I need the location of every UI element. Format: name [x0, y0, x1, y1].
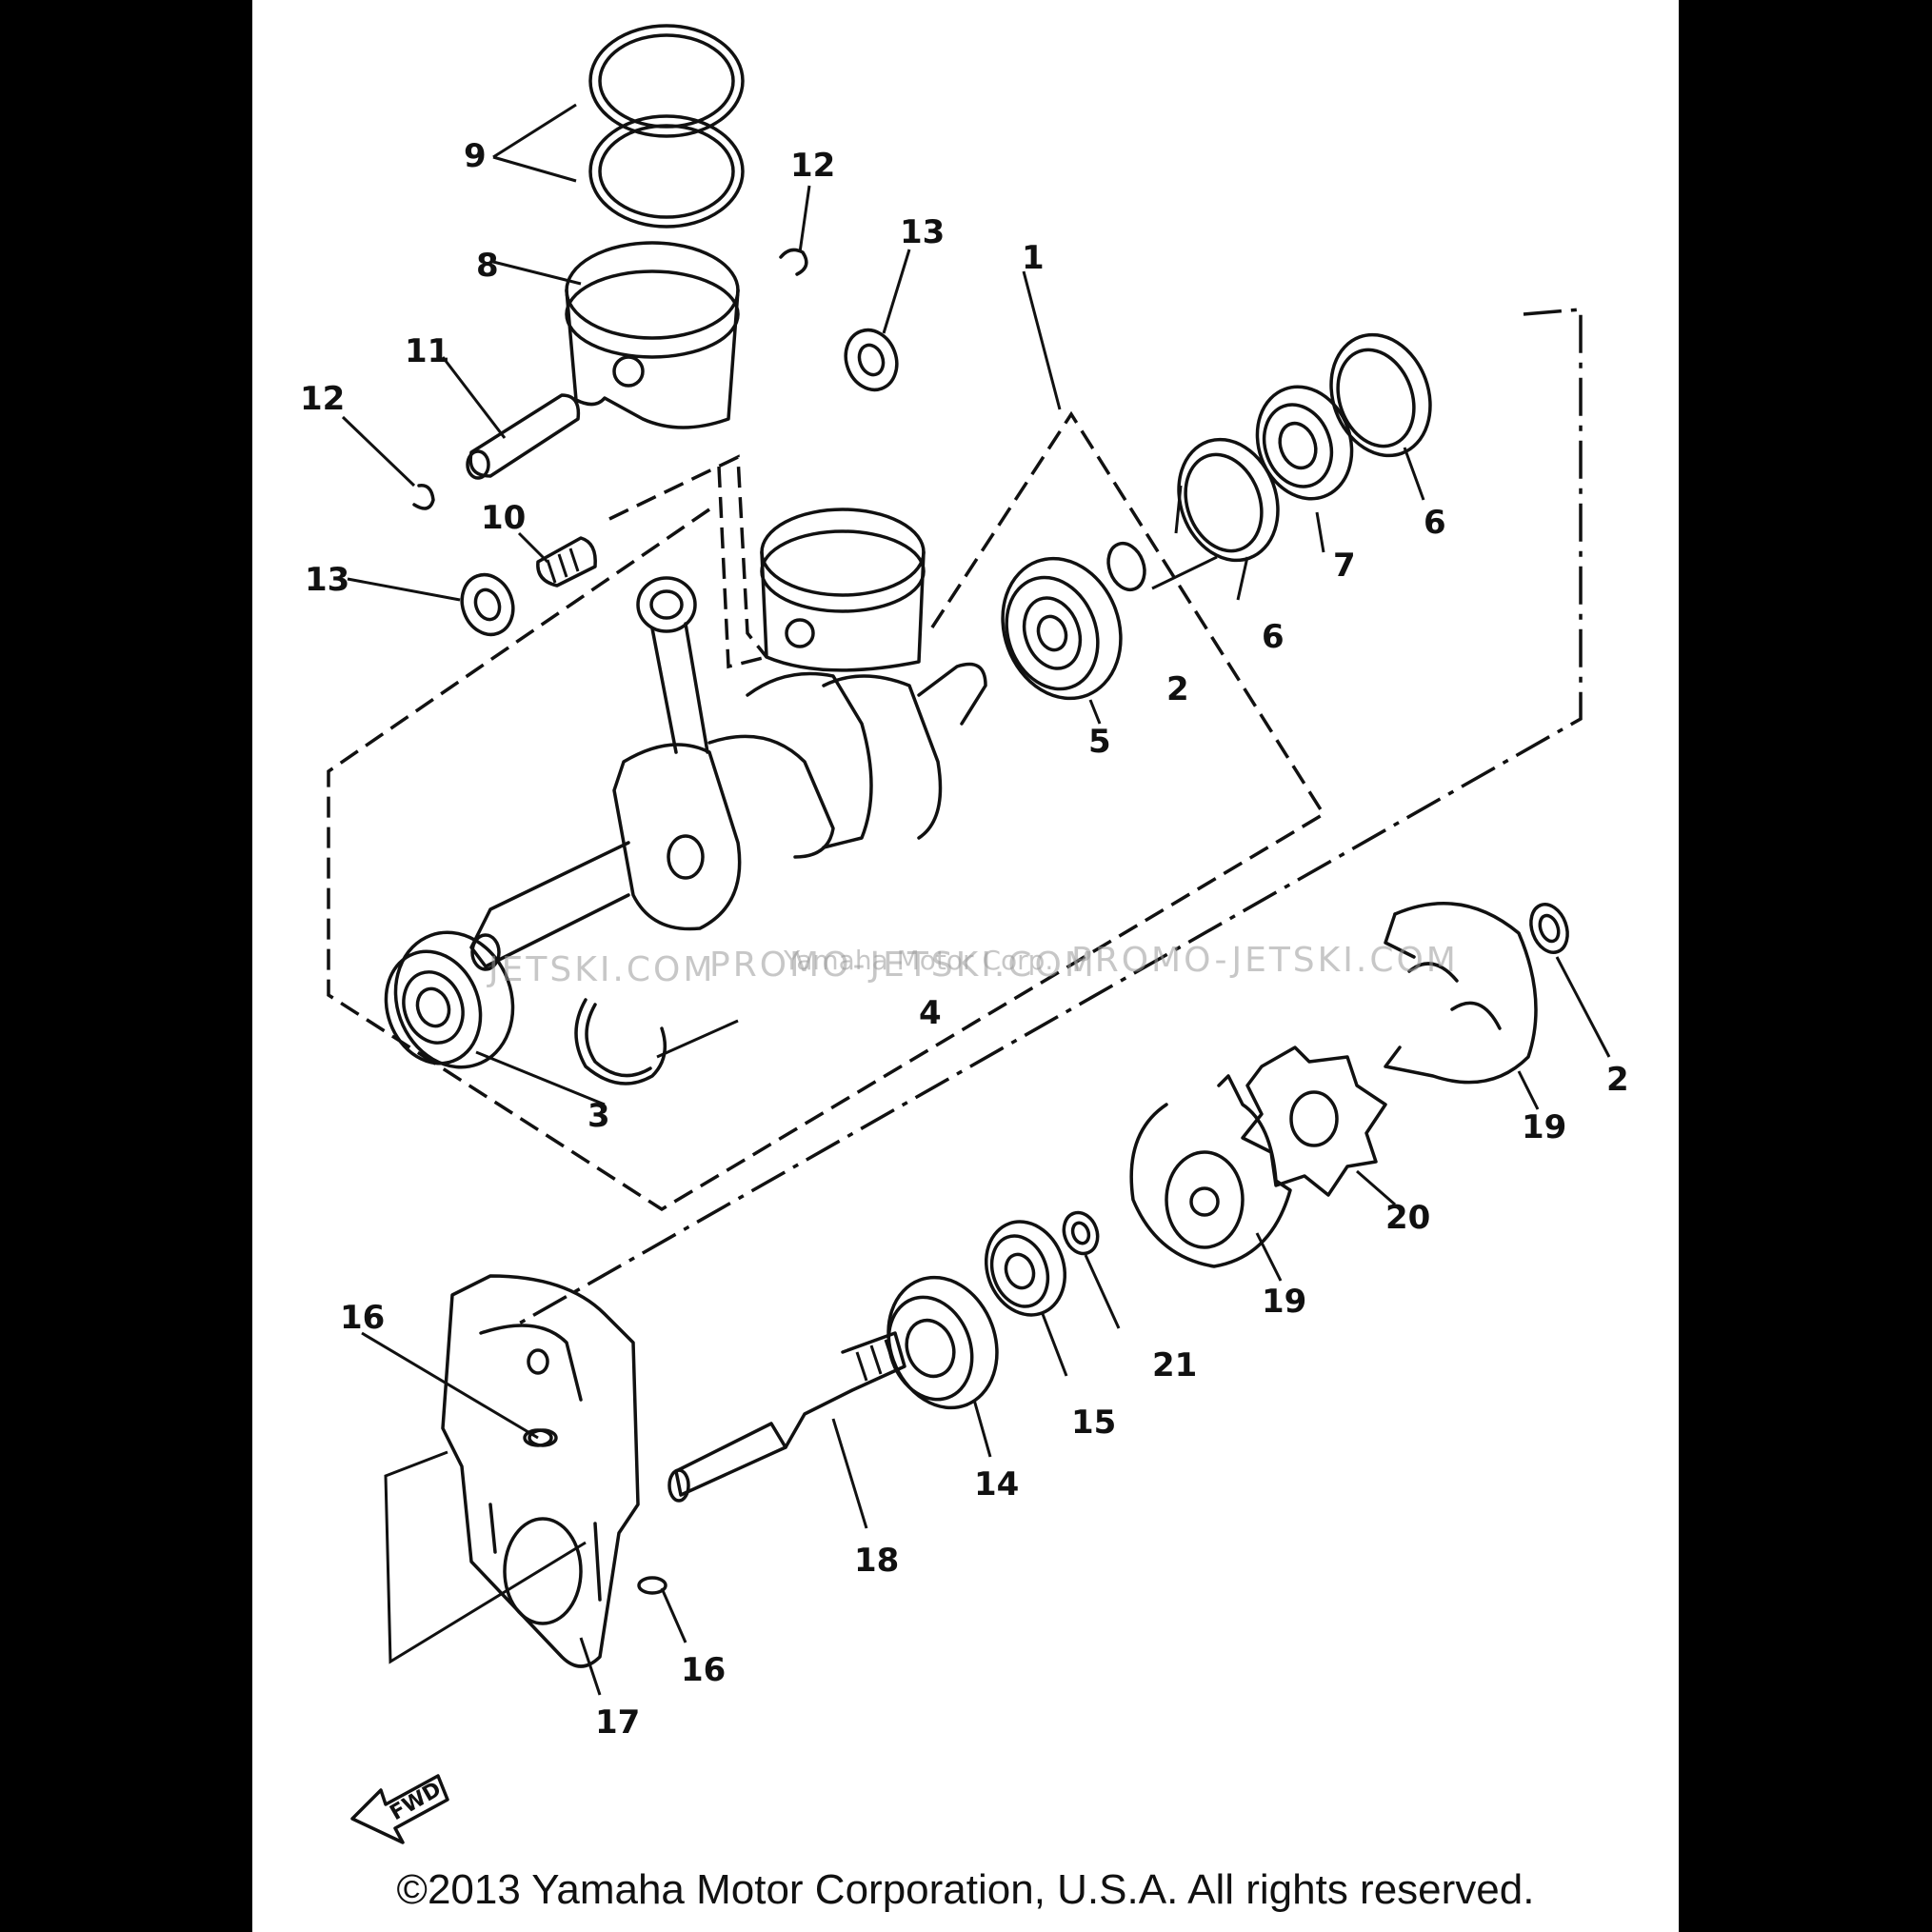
dowel-pins — [528, 1428, 667, 1595]
piston-pin — [466, 393, 581, 480]
callout-19-upper: 19 — [1522, 1108, 1566, 1146]
copyright-notice: ©2013 Yamaha Motor Corporation, U.S.A. A… — [396, 1866, 1535, 1913]
piston-rings — [588, 24, 745, 229]
callout-13-left: 13 — [305, 561, 349, 599]
callout-4: 4 — [919, 994, 942, 1032]
callout-5: 5 — [1088, 723, 1111, 761]
oil-seals-6 — [1177, 332, 1432, 563]
callout-7: 7 — [1333, 547, 1356, 585]
callout-11: 11 — [405, 332, 449, 370]
assembly-boundary-lines — [327, 308, 1583, 1325]
bearing-left — [384, 930, 515, 1069]
callout-12-upper: 12 — [790, 147, 835, 185]
bearing-7 — [1255, 385, 1354, 501]
callout-2-upper: 2 — [1166, 670, 1189, 708]
watermark-center: PROMO-JETSKI.COM — [709, 946, 1097, 985]
watermark-left: JETSKI.COM — [487, 950, 715, 989]
o-ring-2-right — [1529, 903, 1569, 954]
callout-2-right: 2 — [1606, 1061, 1629, 1099]
callout-6-right: 6 — [1424, 504, 1446, 542]
callout-20: 20 — [1385, 1199, 1430, 1237]
callout-19-lower: 19 — [1262, 1283, 1306, 1321]
callout-8: 8 — [476, 247, 499, 285]
o-ring-2-upper — [1106, 541, 1146, 592]
callout-21: 21 — [1152, 1346, 1197, 1384]
washer-21 — [1062, 1210, 1100, 1256]
callout-18: 18 — [854, 1542, 899, 1580]
coupling-lower — [1129, 1074, 1292, 1268]
watermark-overlay: Yamaha Motor Corp. — [783, 945, 1053, 976]
ring-clip — [574, 998, 667, 1086]
watermark-right: PROMO-JETSKI.COM — [1071, 941, 1459, 980]
callout-10: 10 — [481, 499, 526, 537]
callout-16-upper: 16 — [340, 1299, 385, 1337]
callout-9: 9 — [464, 137, 487, 175]
leader-lines — [341, 103, 1611, 1696]
callout-15: 15 — [1071, 1404, 1116, 1442]
needle-bearing — [536, 536, 597, 588]
callout-13-upper: 13 — [900, 213, 945, 251]
circlips — [412, 248, 808, 510]
diagram-sheet: 1 2 2 3 4 5 6 6 7 8 9 10 11 12 12 13 13 … — [252, 0, 1679, 1932]
exploded-parts-diagram: 1 2 2 3 4 5 6 6 7 8 9 10 11 12 12 13 13 … — [300, 24, 1629, 1844]
callout-16-lower: 16 — [681, 1651, 726, 1689]
gasket-plate — [441, 1274, 640, 1668]
coupling-damper — [1241, 1046, 1387, 1197]
coupling-upper — [1384, 902, 1538, 1085]
crankshaft-assembly — [469, 508, 987, 971]
drive-shaft — [667, 1331, 906, 1503]
callout-3: 3 — [588, 1097, 610, 1135]
watermarks: JETSKI.COM PROMO-JETSKI.COM Yamaha Motor… — [487, 941, 1459, 989]
callout-6-left: 6 — [1262, 618, 1285, 656]
fwd-arrow-icon: FWD — [350, 1774, 449, 1844]
callout-14: 14 — [974, 1465, 1019, 1504]
oil-seals — [460, 328, 899, 637]
bearing-15 — [984, 1220, 1067, 1317]
callout-labels: 1 2 2 3 4 5 6 6 7 8 9 10 11 12 12 13 13 … — [300, 137, 1629, 1742]
callout-1: 1 — [1022, 239, 1045, 277]
bearing-5 — [1001, 556, 1123, 701]
callout-17: 17 — [595, 1703, 640, 1742]
callout-12-left: 12 — [300, 380, 345, 418]
piston — [565, 241, 740, 429]
